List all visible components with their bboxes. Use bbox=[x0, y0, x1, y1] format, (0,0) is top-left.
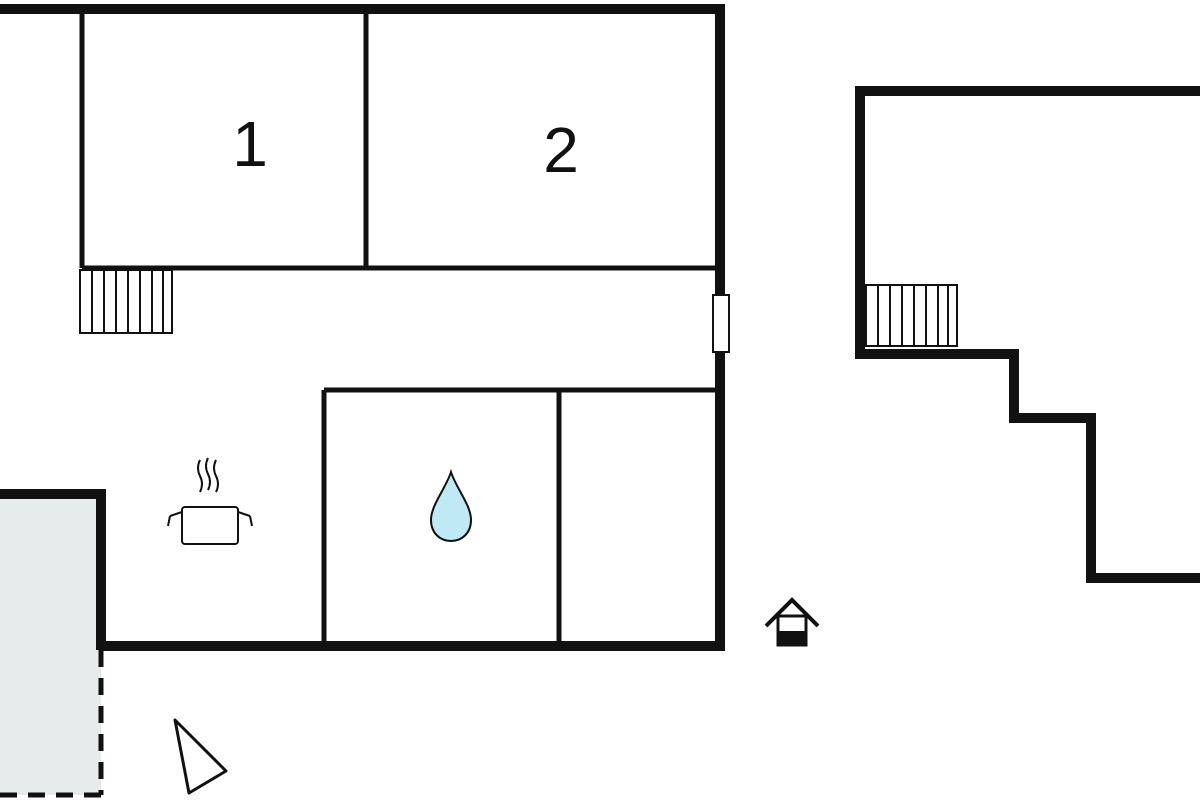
staircase-icon bbox=[865, 284, 958, 347]
terrace bbox=[0, 489, 106, 798]
terrace-area bbox=[0, 494, 101, 795]
north-arrow-icon bbox=[173, 718, 228, 795]
water-drop-icon bbox=[429, 468, 473, 543]
cooking-pot-icon bbox=[167, 457, 253, 545]
main-floor bbox=[0, 4, 725, 651]
house-entrance-icon bbox=[764, 597, 820, 647]
terrace-wall bbox=[0, 489, 106, 650]
upper-floor-walls bbox=[855, 86, 1200, 583]
room-label-2: 2 bbox=[543, 114, 579, 186]
window-icon bbox=[712, 294, 730, 353]
room-label-1: 1 bbox=[232, 108, 268, 180]
staircase-icon bbox=[79, 269, 173, 334]
upper-floor bbox=[855, 86, 1200, 583]
